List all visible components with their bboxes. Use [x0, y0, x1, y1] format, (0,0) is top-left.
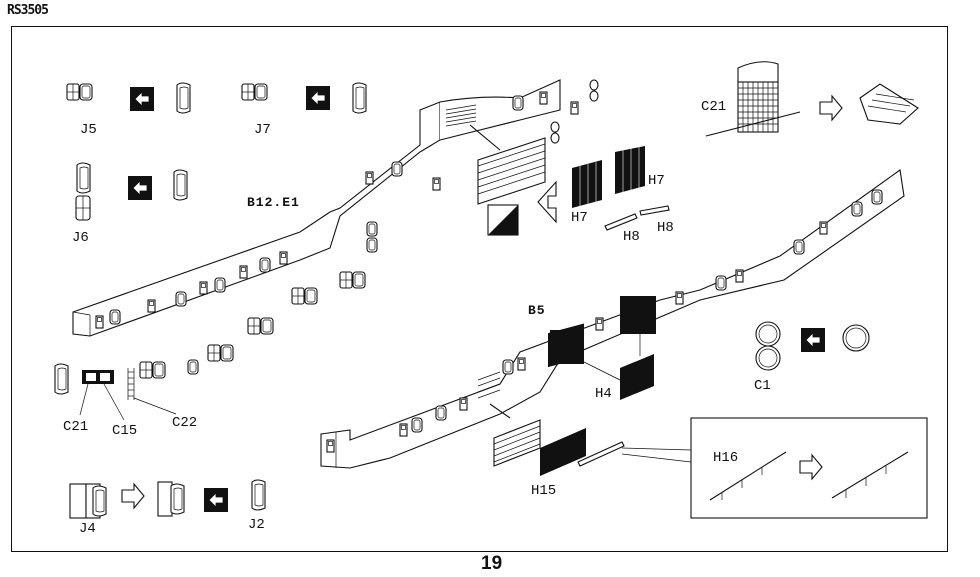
- label-c21-bottom: C21: [63, 419, 88, 435]
- part-c21-top: C21: [701, 61, 919, 137]
- flip-over-icon: [800, 327, 826, 353]
- part-c1: C1: [754, 321, 870, 394]
- flip-over-icon: [127, 175, 153, 201]
- label-j4: J4: [79, 521, 96, 537]
- arrow-right-icon: [799, 454, 823, 480]
- bar-h8: H8 H8: [604, 205, 674, 245]
- label-j6: J6: [72, 230, 89, 246]
- label-h15: H15: [531, 483, 556, 499]
- label-j5: J5: [80, 122, 97, 138]
- part-j6: J6: [72, 162, 188, 246]
- part-j7: J7: [241, 82, 367, 138]
- label-b5: B5: [528, 303, 546, 318]
- part-c21-c15-c22: C21 C15 C22: [54, 363, 197, 439]
- wall-b5: B5: [320, 169, 905, 469]
- inset-h16: H16: [621, 417, 928, 519]
- label-h4: H4: [595, 386, 612, 402]
- diagram-frame: [11, 26, 948, 552]
- flip-over-icon: [203, 487, 229, 513]
- label-c22: C22: [172, 415, 197, 431]
- label-h7-left: H7: [571, 210, 588, 226]
- panel-h15: H15: [493, 419, 625, 499]
- page-number: 19: [481, 553, 503, 574]
- panel-h4: H4: [583, 334, 654, 402]
- half-black-square-icon: [487, 204, 519, 236]
- label-h16: H16: [713, 450, 738, 466]
- grating-h7: H7 H7: [571, 146, 665, 226]
- slat-panel-upper: [477, 137, 557, 236]
- label-j2: J2: [248, 517, 265, 533]
- label-h7-right: H7: [648, 173, 665, 189]
- part-j5: J5: [66, 82, 191, 138]
- sheet-code: RS3505: [7, 3, 49, 18]
- label-c15: C15: [112, 423, 137, 439]
- label-j7: J7: [254, 122, 271, 138]
- part-j4-j2: J4 J2: [69, 479, 266, 537]
- label-h8-right: H8: [657, 220, 674, 236]
- label-h8-left: H8: [623, 229, 640, 245]
- flip-over-icon: [129, 86, 155, 112]
- arrow-step-icon: [537, 180, 557, 224]
- flip-over-icon: [305, 85, 331, 111]
- label-c21-top: C21: [701, 99, 726, 115]
- arrow-right-icon: [819, 95, 843, 121]
- label-b12-e1: B12.E1: [247, 195, 300, 210]
- arrow-right-icon: [121, 483, 145, 509]
- ring-parts-upper: [550, 79, 599, 144]
- label-c1: C1: [754, 378, 771, 394]
- wall-b12-e1: B12.E1: [72, 79, 579, 337]
